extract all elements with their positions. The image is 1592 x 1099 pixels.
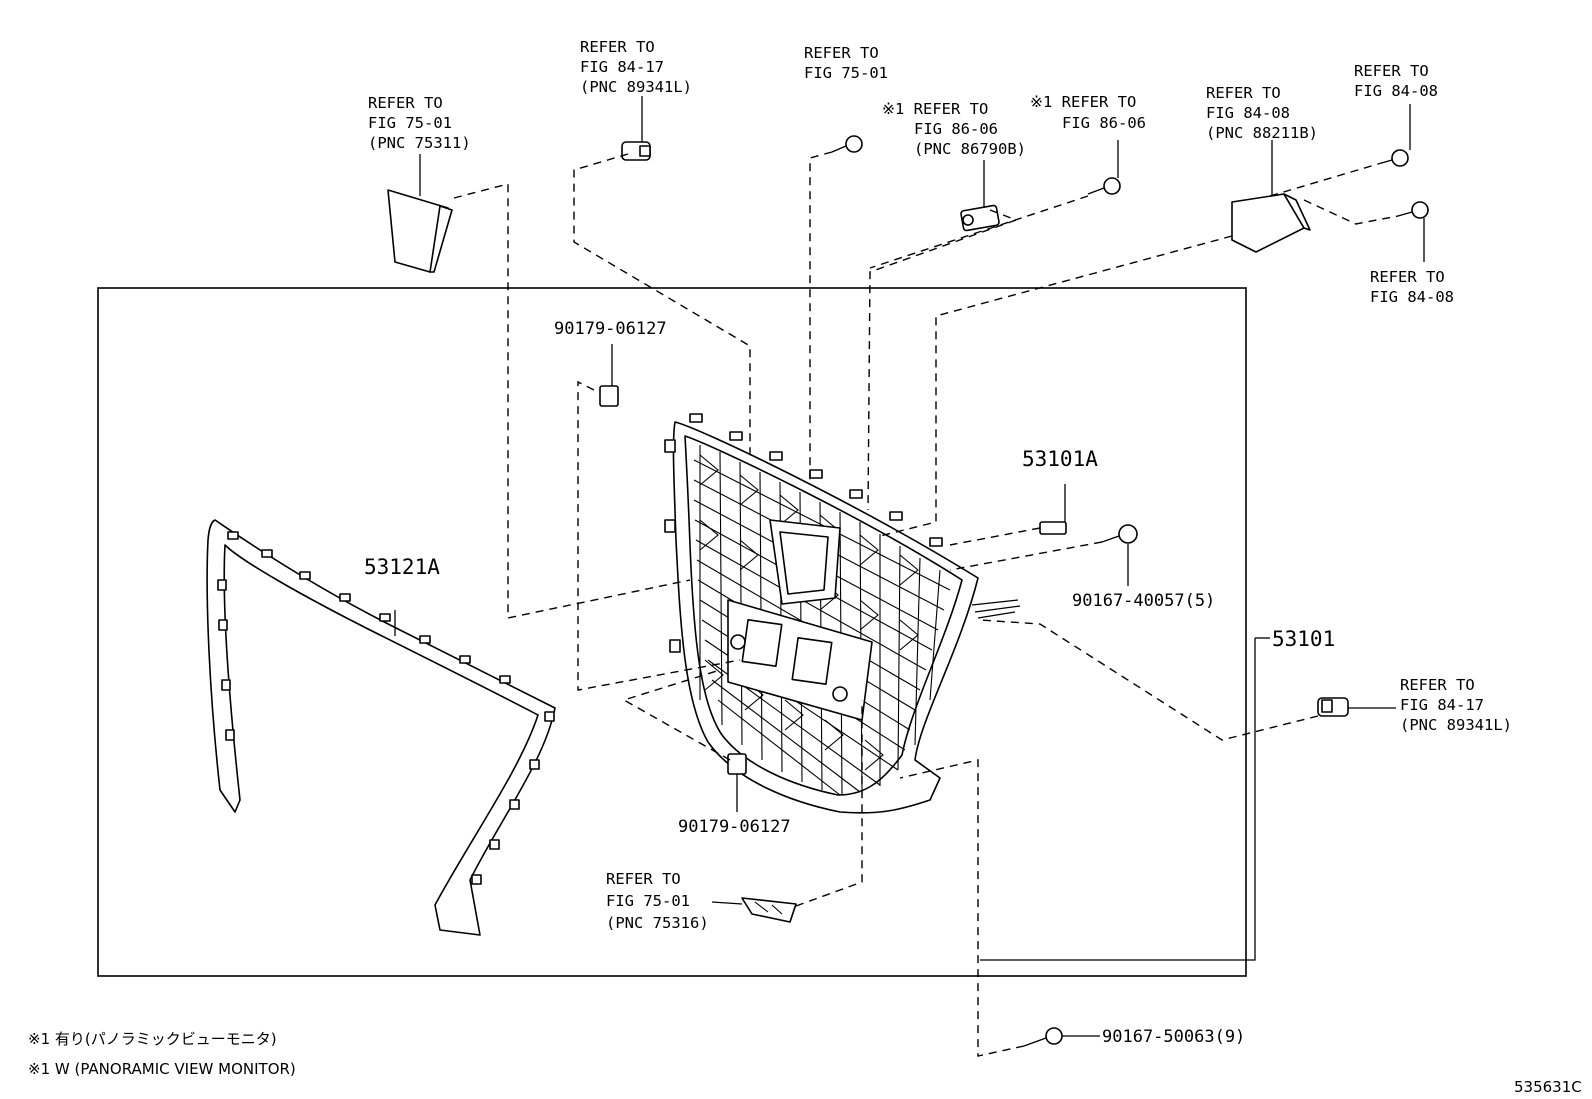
cover-part-75311[interactable] bbox=[387, 189, 453, 273]
part-number-90167-50063[interactable]: 90167-50063(9) bbox=[1102, 1027, 1245, 1047]
callout-89341L-top-line2: FIG 84-17 bbox=[580, 58, 664, 76]
callout-88211B-line1: REFER TO bbox=[1206, 84, 1281, 102]
callout-84-08-bottom-line2: FIG 84-08 bbox=[1370, 288, 1454, 306]
screw-90167-50063[interactable] bbox=[1023, 1027, 1063, 1047]
callout-89341L-top-line3: (PNC 89341L) bbox=[580, 78, 692, 96]
solid-leaders bbox=[394, 96, 1425, 1037]
clip-90179-bottom[interactable] bbox=[727, 753, 747, 775]
note-english: ※1 W (PANORAMIC VIEW MONITOR) bbox=[28, 1060, 296, 1078]
bolt-86-06[interactable] bbox=[1087, 177, 1121, 195]
part-number-90179-bottom[interactable]: 90179-06127 bbox=[678, 817, 791, 837]
grille-53101[interactable] bbox=[664, 413, 1021, 814]
frame-53121A[interactable] bbox=[206, 519, 556, 936]
callout-89341L-right-line3: (PNC 89341L) bbox=[1400, 716, 1512, 734]
callout-86-06-line1: ※1 REFER TO bbox=[1030, 93, 1136, 111]
clip-90179-top[interactable] bbox=[599, 385, 619, 407]
callout-89341L-top-line1: REFER TO bbox=[580, 38, 655, 56]
callout-75311-line3: (PNC 75311) bbox=[368, 134, 471, 152]
clip-53101A[interactable] bbox=[1039, 521, 1067, 535]
emblem-75316[interactable] bbox=[741, 897, 797, 923]
callout-75316-line3: (PNC 75316) bbox=[606, 914, 709, 932]
callout-86790B-line3: (PNC 86790B) bbox=[914, 140, 1026, 158]
part-number-53121A[interactable]: 53121A bbox=[364, 555, 440, 579]
callout-84-08-top-line1: REFER TO bbox=[1354, 62, 1429, 80]
diagram-id: 535631C bbox=[1514, 1078, 1582, 1096]
note-japanese: ※1 有り(パノラミックビューモニタ) bbox=[28, 1030, 277, 1048]
callout-75311-line2: FIG 75-01 bbox=[368, 114, 452, 132]
callout-89341L-right-line1: REFER TO bbox=[1400, 676, 1475, 694]
part-number-53101[interactable]: 53101 bbox=[1272, 627, 1335, 651]
callout-75-01-line2: FIG 75-01 bbox=[804, 64, 888, 82]
callout-75316-line2: FIG 75-01 bbox=[606, 892, 690, 910]
bolt-84-08-a[interactable] bbox=[1377, 149, 1409, 167]
dashed-leaders bbox=[453, 151, 1399, 1057]
callout-84-08-top-line2: FIG 84-08 bbox=[1354, 82, 1438, 100]
part-number-90167-40057[interactable]: 90167-40057(5) bbox=[1072, 591, 1215, 611]
callout-86790B-line1: ※1 REFER TO bbox=[882, 100, 988, 118]
part-number-53101A[interactable]: 53101A bbox=[1022, 447, 1098, 471]
screw-90167-40057[interactable] bbox=[1101, 524, 1138, 544]
callout-88211B-line3: (PNC 88211B) bbox=[1206, 124, 1318, 142]
callout-89341L-right-line2: FIG 84-17 bbox=[1400, 696, 1484, 714]
module-88211B[interactable] bbox=[1231, 193, 1311, 253]
camera-86790B[interactable] bbox=[960, 204, 1000, 232]
callout-75311-line1: REFER TO bbox=[368, 94, 443, 112]
callout-75-01-line1: REFER TO bbox=[804, 44, 879, 62]
bolt-75-01[interactable] bbox=[831, 135, 863, 153]
callout-86-06-line2: FIG 86-06 bbox=[1062, 114, 1146, 132]
assembly-frame bbox=[97, 287, 1247, 977]
sensor-89341L-right[interactable] bbox=[1317, 697, 1349, 717]
bolt-84-08-b[interactable] bbox=[1397, 201, 1429, 219]
callout-86790B-line2: FIG 86-06 bbox=[914, 120, 998, 138]
callout-75316-line1: REFER TO bbox=[606, 870, 681, 888]
part-number-90179-top[interactable]: 90179-06127 bbox=[554, 319, 667, 339]
callout-84-08-bottom-line1: REFER TO bbox=[1370, 268, 1445, 286]
callout-88211B-line2: FIG 84-08 bbox=[1206, 104, 1290, 122]
sensor-89341L-top[interactable] bbox=[621, 141, 651, 161]
